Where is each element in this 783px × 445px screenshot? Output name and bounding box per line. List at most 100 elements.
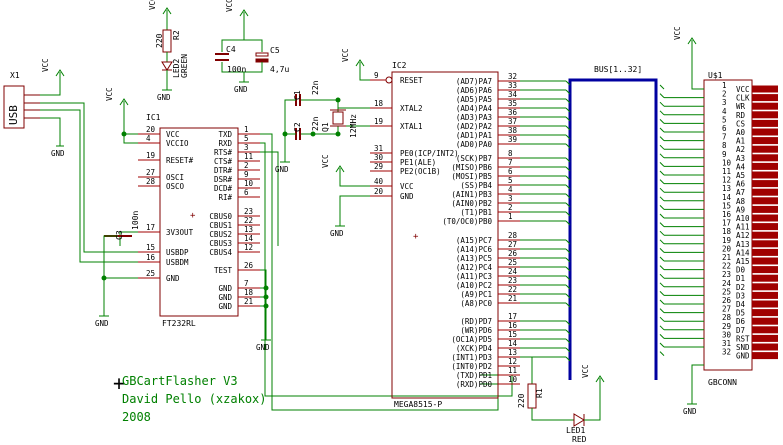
ic1-pin-13-num-r: 13 bbox=[244, 225, 253, 234]
ic2-pin-6-num-r: 6 bbox=[508, 167, 513, 176]
gbconn-pin-17-name: A11 bbox=[736, 223, 750, 232]
gbconn-pin-6-pad bbox=[752, 128, 778, 136]
ic2-pin-37-num-r: 37 bbox=[508, 117, 517, 126]
gnd-label-usb: GND bbox=[51, 149, 65, 158]
ic2-pin-3-num-r: 3 bbox=[508, 194, 513, 203]
ic1-pin-26-name-r: TEST bbox=[214, 266, 233, 275]
ic1-pin-17-num: 17 bbox=[146, 223, 155, 232]
ic1-pin-9-name-r: DSR# bbox=[214, 175, 233, 184]
ic2-pin-1-num-r: 1 bbox=[508, 212, 513, 221]
ic2-pin-35-name-r: (AD4)PA4 bbox=[456, 104, 493, 113]
gbconn-pin-28-name: D6 bbox=[736, 317, 746, 326]
ic2-pin-9-num: 9 bbox=[374, 71, 379, 80]
gbconn-pin-6-num: 6 bbox=[722, 124, 727, 133]
gnd-label-ic1b: GND bbox=[256, 343, 270, 352]
ic1-part: FT232RL bbox=[162, 319, 196, 328]
ic2-pin-11-name-r: (TXD)PD1 bbox=[456, 371, 492, 380]
gbconn-pin-21-num: 21 bbox=[722, 253, 731, 262]
ic1-pin-14-num-r: 14 bbox=[244, 234, 254, 243]
gbconn-pin-10-pad bbox=[752, 162, 778, 170]
gbconn-pin-32-num: 32 bbox=[722, 348, 731, 357]
c2-ref: C2 bbox=[293, 122, 302, 132]
ic1-pin-1-num-r: 1 bbox=[244, 125, 249, 134]
ic2-pin-24-name-r: (A11)PC3 bbox=[456, 272, 492, 281]
ic2-pin-39-name-r: (AD0)PA0 bbox=[456, 140, 493, 149]
gbconn-pin-22-num: 22 bbox=[722, 262, 731, 271]
ic1-pin-23-name-r: CBUS0 bbox=[209, 212, 232, 221]
gbconn-pin-30-num: 30 bbox=[722, 330, 732, 339]
gbconn-pin-24-name: D2 bbox=[736, 283, 745, 292]
c3-ref: C3 bbox=[115, 230, 124, 240]
ic2-pin-17-name-r: (RD)PD7 bbox=[460, 317, 492, 326]
ic2-pin-22-name-r: (A9)PC1 bbox=[460, 290, 492, 299]
gbconn-pin-10-name: A4 bbox=[736, 162, 746, 171]
ic2-pin-7-num-r: 7 bbox=[508, 158, 513, 167]
gbconn-pin-11-pad bbox=[752, 171, 778, 179]
c4-c5-group bbox=[215, 22, 269, 83]
vcc-label-led1: VCC bbox=[581, 364, 590, 378]
gbconn-pin-5-num: 5 bbox=[722, 115, 727, 124]
ic1-pin-2-name-r: DTR# bbox=[214, 166, 233, 175]
ic2-pin-29-name: PE2(OC1B) bbox=[400, 167, 441, 176]
ic2-pin-8-num-r: 8 bbox=[508, 149, 513, 158]
gnd-label-ic2: GND bbox=[330, 229, 344, 238]
ic2-pin-36-name-r: (AD3)PA3 bbox=[456, 113, 492, 122]
ic1-pin-20-name: VCC bbox=[166, 130, 180, 139]
c1-ref: C1 bbox=[293, 90, 302, 100]
gbconn-pin-26-pad bbox=[752, 300, 778, 308]
ic1-pin-5-name-r: RXD bbox=[218, 139, 232, 148]
gbconn-pin-22-name: D0 bbox=[736, 266, 746, 275]
ic2-pin-27-name-r: (A14)PC6 bbox=[456, 245, 493, 254]
ic2-pin-7-name-r: (MISO)PB6 bbox=[451, 163, 492, 172]
ic2-pin-28-num-r: 28 bbox=[508, 231, 518, 240]
ic1-pin-1-name-r: TXD bbox=[218, 130, 232, 139]
ic2-pin-13-name-r: (INT1)PD3 bbox=[451, 353, 492, 362]
ic2-ref: IC2 bbox=[392, 61, 407, 70]
ic1-pin-22-num-r: 22 bbox=[244, 216, 253, 225]
ic2-pin-17-num-r: 17 bbox=[508, 312, 517, 321]
ic1-pin-26-num-r: 26 bbox=[244, 261, 254, 270]
gbconn-pin-23-name: D1 bbox=[736, 274, 745, 283]
ic1-pin-16-name: USBDM bbox=[166, 258, 189, 267]
ic1-pin-3-num-r: 3 bbox=[244, 143, 249, 152]
ic1-pin-23-num-r: 23 bbox=[244, 207, 253, 216]
gbconn-pin-12-pad bbox=[752, 180, 778, 188]
ic1-pin-4-name: VCCIO bbox=[166, 139, 189, 148]
gbconn-pin-20-name: A14 bbox=[736, 248, 750, 257]
ic2-pin-32-num-r: 32 bbox=[508, 72, 517, 81]
gbconn-pin-4-num: 4 bbox=[722, 107, 727, 116]
gbconn-pin-2-name: CLK bbox=[736, 94, 750, 103]
gbconn-pin-3-pad bbox=[752, 102, 778, 110]
gbconn-pin-31-num: 31 bbox=[722, 339, 731, 348]
ic1-pin-17-name: 3V3OUT bbox=[166, 228, 194, 237]
ic1-pin-14-name-r: CBUS3 bbox=[209, 239, 232, 248]
ic1-pin-6-num-r: 6 bbox=[244, 188, 249, 197]
ic2-pin-5-name-r: (SS)PB4 bbox=[460, 181, 492, 190]
ic1-pin-4-num: 4 bbox=[146, 134, 151, 143]
ic2-pin-34-name-r: (AD5)PA5 bbox=[456, 95, 492, 104]
ic1-pin-7-num-r: 7 bbox=[244, 279, 249, 288]
ic2-pin-10-num-r: 10 bbox=[508, 375, 518, 384]
vcc-label-ic1: VCC bbox=[105, 87, 114, 101]
ic1-pin-12-name-r: CBUS4 bbox=[209, 248, 232, 257]
gbconn-pin-20-num: 20 bbox=[722, 244, 732, 253]
gbconn-pin-15-pad bbox=[752, 205, 778, 213]
ic2-pin-18-name: XTAL2 bbox=[400, 104, 423, 113]
ic2-pin-15-name-r: (OC1A)PD5 bbox=[451, 335, 492, 344]
gbconn-pin-8-name: A2 bbox=[736, 145, 745, 154]
gbconn-pin-13-name: A7 bbox=[736, 188, 745, 197]
gbconn-pin-9-name: A3 bbox=[736, 154, 745, 163]
ic1-left-wires bbox=[99, 109, 138, 317]
ic2-body bbox=[391, 71, 499, 399]
crystal-group bbox=[280, 94, 370, 163]
ic2-pin-13-num-r: 13 bbox=[508, 348, 517, 357]
gbconn-pin-11-num: 11 bbox=[722, 167, 731, 176]
ic2-pin-26-name-r: (A13)PC5 bbox=[456, 254, 492, 263]
ic1-body bbox=[159, 127, 239, 317]
ic1-pin-25-name: GND bbox=[166, 274, 180, 283]
gbconn-pin-4-name: RD bbox=[736, 111, 746, 120]
vcc-label-ic2: VCC bbox=[321, 154, 330, 168]
vcc-label-c45: VCC bbox=[225, 0, 234, 12]
ic2-pin-18-num: 18 bbox=[374, 99, 384, 108]
ic1-pin-11-name-r: CTS# bbox=[214, 157, 233, 166]
